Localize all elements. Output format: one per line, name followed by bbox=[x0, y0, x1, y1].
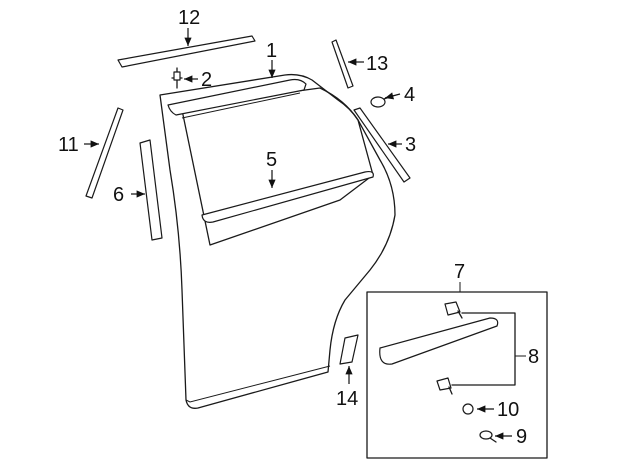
callout-6: 6 bbox=[113, 184, 124, 206]
part-7-detail-box bbox=[366, 291, 548, 459]
callout-13: 13 bbox=[366, 53, 388, 75]
part-7-side-molding bbox=[379, 317, 499, 365]
part-8-clip-lower bbox=[436, 377, 453, 395]
part-13-garnish bbox=[331, 39, 354, 89]
part-1-frame-molding bbox=[167, 78, 307, 116]
callout-9: 9 bbox=[516, 426, 527, 448]
part-10-grommet bbox=[462, 403, 474, 415]
part-12-molding-strip bbox=[117, 35, 256, 68]
callout-2: 2 bbox=[201, 69, 212, 91]
callout-14: 14 bbox=[336, 388, 358, 410]
callout-11: 11 bbox=[58, 134, 79, 156]
callout-8: 8 bbox=[528, 346, 539, 368]
part-14-pad bbox=[339, 334, 359, 365]
part-6-garnish bbox=[139, 139, 163, 241]
callout-5: 5 bbox=[266, 149, 277, 171]
callout-3: 3 bbox=[405, 134, 416, 156]
part-11-edge-molding bbox=[85, 107, 124, 199]
rear-door-shell bbox=[159, 73, 396, 409]
part-3-edge-molding bbox=[353, 107, 411, 183]
callout-7: 7 bbox=[454, 261, 465, 283]
callout-12: 12 bbox=[178, 7, 200, 29]
callout-10: 10 bbox=[497, 399, 519, 421]
part-9-screw bbox=[479, 430, 497, 443]
callout-1: 1 bbox=[266, 40, 277, 62]
part-2-clip bbox=[171, 67, 183, 89]
callout-4: 4 bbox=[404, 84, 415, 106]
part-5-belt-molding bbox=[201, 170, 374, 223]
part-8-clip-upper bbox=[444, 301, 463, 319]
part-4-fastener bbox=[370, 95, 393, 108]
